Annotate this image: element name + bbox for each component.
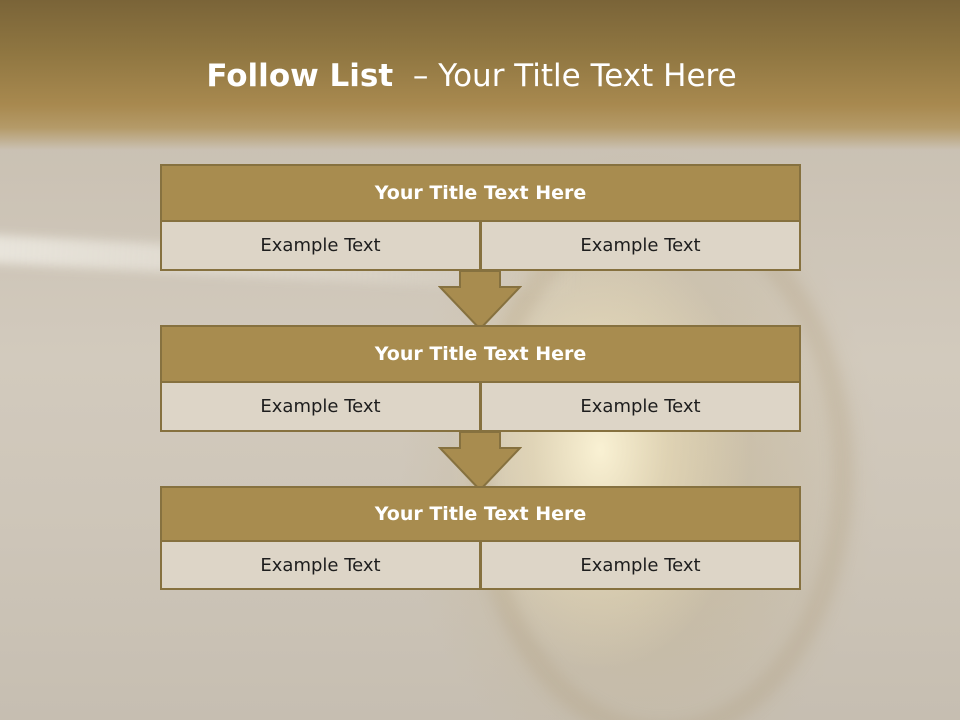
step-1-title: Your Title Text Here	[160, 164, 801, 222]
header-band	[0, 0, 960, 150]
step-1-left-text: Example Text	[160, 220, 481, 271]
slide-title-rest: – Your Title Text Here	[393, 58, 737, 94]
follow-list: Your Title Text Here Example Text Exampl…	[160, 164, 801, 594]
step-3-title: Your Title Text Here	[160, 486, 801, 542]
step-1-right-text: Example Text	[480, 220, 801, 271]
slide-title: Follow List – Your Title Text Here	[0, 56, 943, 96]
slide-title-bold: Follow List	[206, 58, 394, 94]
step-2-title: Your Title Text Here	[160, 325, 801, 383]
step-3-right-text: Example Text	[480, 540, 801, 590]
step-2-right-text: Example Text	[480, 381, 801, 432]
step-3-left-text: Example Text	[160, 540, 481, 590]
down-arrow-icon	[438, 271, 522, 331]
down-arrow-icon	[438, 432, 522, 492]
step-2-left-text: Example Text	[160, 381, 481, 432]
